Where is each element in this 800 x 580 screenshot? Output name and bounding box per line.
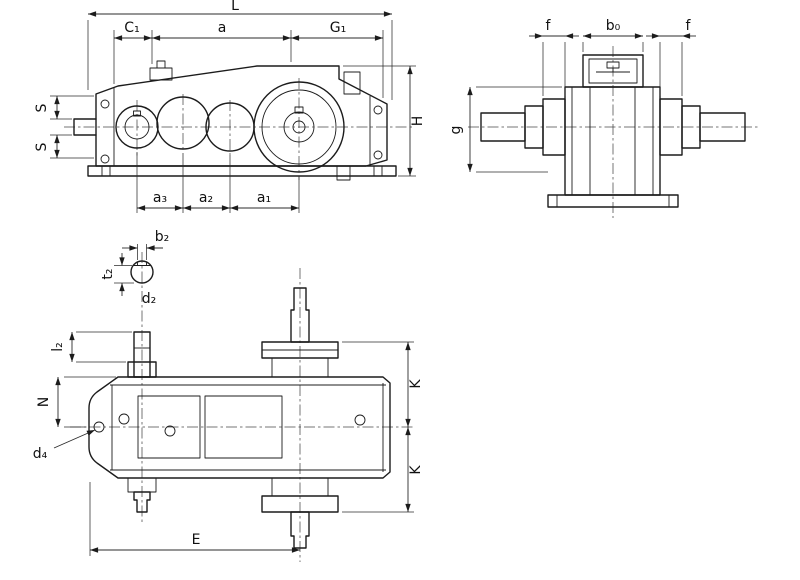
top-cover (582, 54, 644, 88)
inspection-opening-1 (137, 395, 201, 459)
dim-K-lower: K (342, 427, 424, 513)
dim-label-a2: a₂ (199, 190, 213, 206)
end-view: f b₀ f g (448, 18, 758, 218)
dim-label-b2: b₂ (155, 229, 170, 245)
dim-label-a1: a₁ (257, 190, 271, 206)
dim-a3-a2-a1: a₃ a₂ a₁ (136, 152, 300, 213)
filler-cap (149, 60, 173, 81)
dim-label-f-right: f (686, 18, 692, 34)
mounting-base (547, 194, 679, 208)
dim-t2: t₂ (100, 253, 134, 296)
dim-f-left: f (529, 18, 579, 96)
dim-g: g (448, 86, 562, 173)
dim-label-g: g (448, 126, 464, 135)
left-shaft-assembly (480, 98, 566, 156)
dim-C1-a-G1: C₁ a G₁ (113, 20, 384, 98)
dim-b2: b₂ (122, 229, 169, 260)
dim-label-a3: a₃ (153, 190, 167, 206)
dim-label-d2: d₂ (142, 291, 157, 307)
dim-label-b0: b₀ (606, 18, 621, 34)
dim-label-C1: C₁ (124, 20, 139, 36)
input-shaft-plan (127, 331, 157, 513)
dim-label-E: E (192, 532, 201, 548)
gear-bores (115, 81, 345, 173)
dim-label-K-upper: K (408, 379, 424, 389)
dim-H: H (343, 65, 426, 177)
dim-f-right: f (646, 18, 696, 96)
dim-label-l2: l₂ (50, 342, 66, 352)
end-view-centerlines (468, 46, 758, 218)
dim-S-upper: S (34, 95, 94, 120)
dim-label-H: H (410, 116, 426, 127)
dim-label-d4: d₄ (33, 446, 48, 462)
input-shaft-section (130, 260, 154, 284)
output-shaft-bottom (261, 477, 339, 549)
output-shaft-top (261, 287, 339, 378)
intermediate-bore-1 (156, 96, 210, 150)
dim-label-a: a (218, 20, 227, 36)
dim-b0: b₀ (582, 18, 644, 52)
d4-hole (93, 421, 105, 433)
input-bore (115, 105, 159, 149)
right-shaft-assembly (659, 98, 746, 156)
plan-centerlines (70, 252, 414, 562)
housing-plan-outline (88, 376, 391, 479)
dim-N: N (36, 376, 116, 428)
dim-label-G1: G₁ (330, 20, 346, 36)
bolt-hole-3 (354, 414, 366, 426)
dim-d4: d₄ (33, 429, 96, 462)
plan-view: b₂ t₂ d₂ l₂ N K (33, 229, 424, 562)
dim-l2: l₂ (50, 331, 132, 363)
oil-plug-boss (343, 71, 361, 95)
dim-label-S-lower: S (34, 142, 50, 151)
dim-label-f-left: f (546, 18, 552, 34)
drain-plug (336, 165, 351, 181)
output-bore-outer (253, 81, 345, 173)
dim-E: E (89, 482, 300, 556)
input-shaft-stub (73, 118, 97, 136)
dim-L: L (87, 0, 393, 100)
dim-K-upper: K (342, 341, 424, 427)
bolt-hole-2 (164, 425, 176, 437)
dim-label-S-upper: S (34, 103, 50, 112)
side-view-centerlines (64, 78, 412, 180)
dim-label-K-lower: K (408, 465, 424, 475)
input-keyway (133, 110, 141, 117)
dim-label-L: L (231, 0, 239, 14)
output-keyway (294, 106, 304, 114)
inspection-opening-2 (204, 395, 283, 459)
housing-side-outline (87, 65, 397, 177)
bolt-hole-1 (118, 413, 130, 425)
dim-S-lower: S (34, 134, 94, 159)
dim-label-t2: t₂ (100, 268, 116, 279)
flange-holes (100, 99, 383, 164)
side-view: L C₁ a G₁ H S (34, 0, 426, 213)
dim-label-N: N (36, 397, 52, 407)
